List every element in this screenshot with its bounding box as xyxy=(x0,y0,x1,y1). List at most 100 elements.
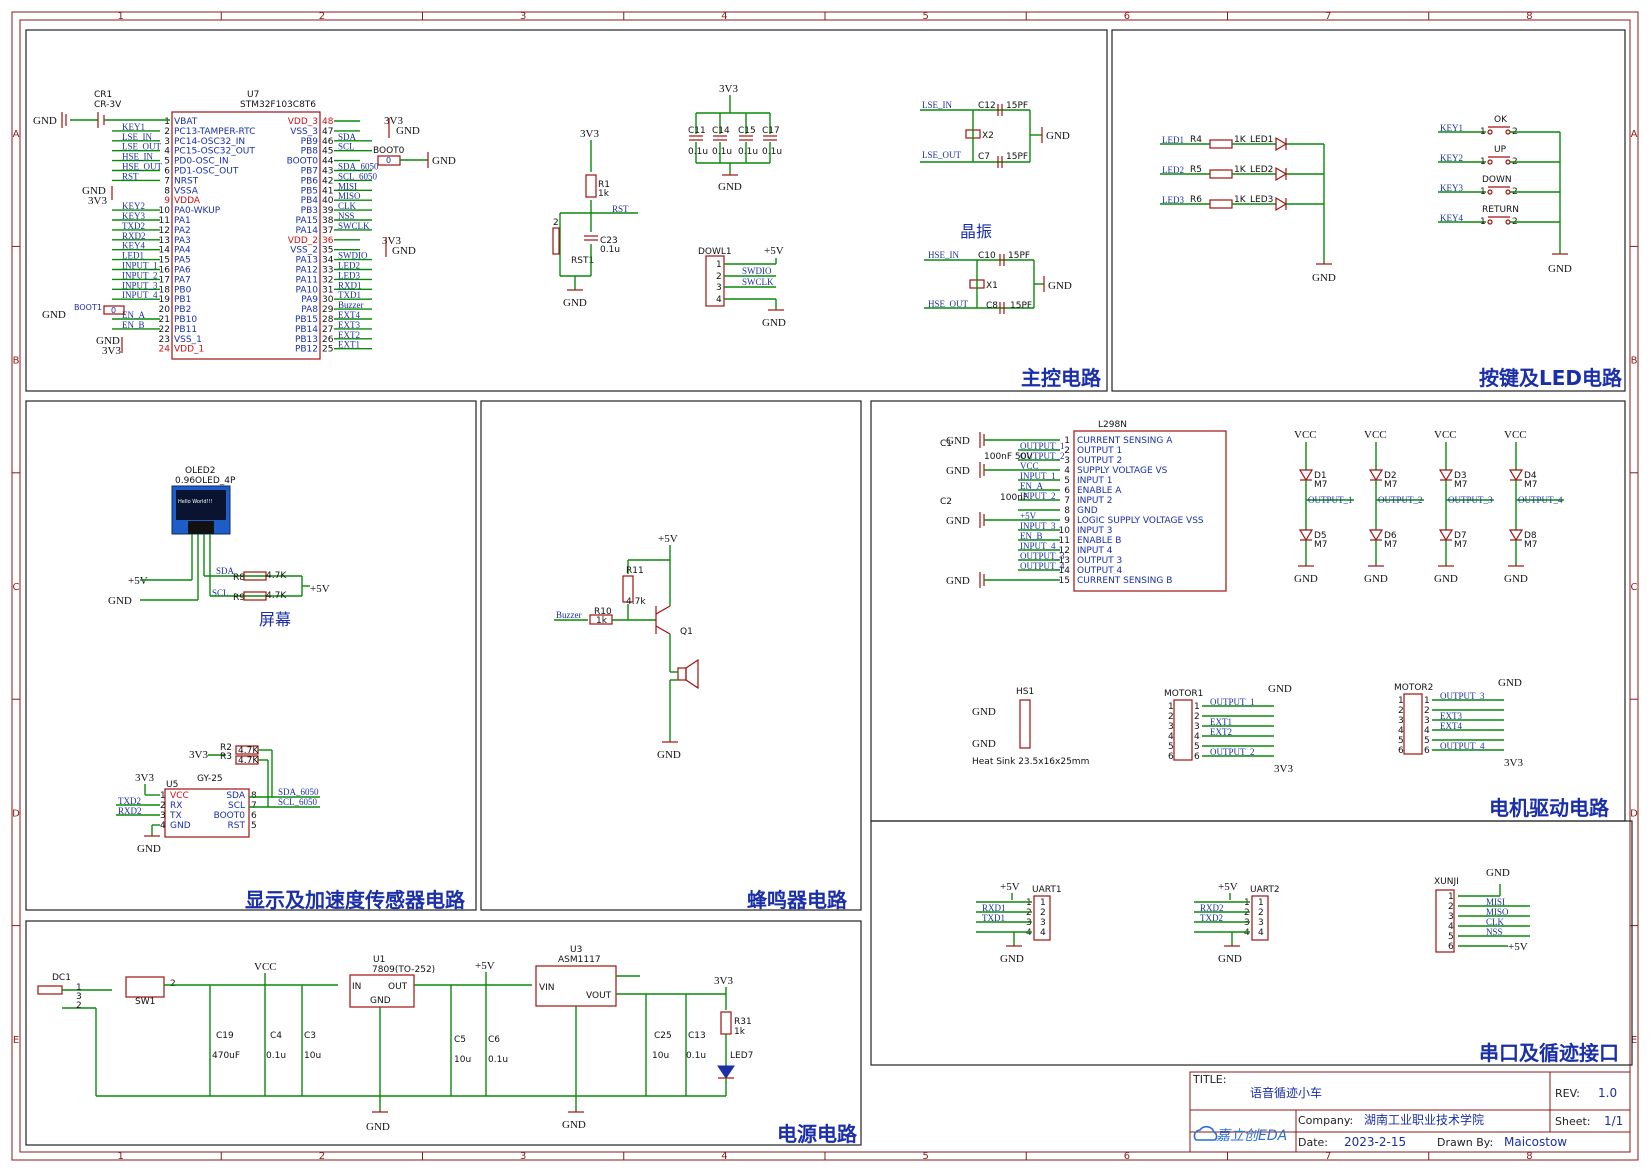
gnd-label: GND xyxy=(82,185,106,197)
gy-pin-name: SCL xyxy=(228,801,245,811)
mcu-net-label: HSE_OUT xyxy=(122,162,163,172)
serial-section xyxy=(870,820,1633,1066)
gnd-label: GND xyxy=(1312,272,1336,284)
led-gnd: GND xyxy=(1312,144,1336,284)
pin-num: 8 xyxy=(251,791,257,801)
u1-in: IN xyxy=(352,982,361,992)
gnd-label: GND xyxy=(1268,683,1292,695)
oled-module[interactable]: OLED2 0.96OLED_4P Hello World!!! 屏幕 +5V … xyxy=(108,466,330,629)
pin-num: 2 xyxy=(1398,706,1404,716)
gnd-label: GND xyxy=(96,335,120,347)
pin-num: 4 xyxy=(1026,928,1032,938)
pin-num: 5 xyxy=(251,821,257,831)
mcu-pin-name: PA10 xyxy=(296,285,319,295)
mcu-pin-name: VDD_3 xyxy=(288,117,318,127)
mcu-pin-name: PA5 xyxy=(174,256,191,266)
gnd-label: GND xyxy=(396,125,420,137)
pin-num: 3 xyxy=(1040,918,1046,928)
mcu-pin-name: PB14 xyxy=(295,325,318,335)
mcu-pin-num: 27 xyxy=(322,325,333,335)
l298n-net-label: +5V xyxy=(1020,511,1037,521)
c19-ref: C19 xyxy=(216,1031,234,1041)
dowl1-header[interactable]: DOWL1 1 2 3 4 +5V SWDIO SWCLK GND xyxy=(698,245,786,329)
gnd-label: GND xyxy=(432,155,456,167)
display-section xyxy=(25,400,477,911)
boot1-value: 0 xyxy=(111,306,116,315)
grid-col-label: 4 xyxy=(721,1151,727,1162)
mcu-net-label: EN_A xyxy=(122,310,145,320)
uart-net-label: TXD2 xyxy=(1200,913,1223,923)
company-label: Company: xyxy=(1298,1114,1353,1127)
mcu-pin-name: VDDA xyxy=(174,196,201,206)
connector-net-label: EXT1 xyxy=(1210,717,1232,727)
section-title-keys: 按键及LED电路 xyxy=(1479,366,1623,390)
pin-num: 5 xyxy=(1064,476,1070,486)
pin-num: 3 xyxy=(1026,918,1032,928)
mcu-net-label: TXD2 xyxy=(122,221,145,231)
l298n-net-label: VCC xyxy=(1020,461,1039,471)
gnd-label: GND xyxy=(972,738,996,750)
gnd-label: GND xyxy=(1364,573,1388,585)
mcu-net-label: RXD1 xyxy=(338,280,362,290)
pin-num: 6 xyxy=(1448,942,1454,952)
buzzer-circuit: +5V R11 4.7k Buzzer R10 1k Q1 GND xyxy=(554,533,699,761)
diode-ref: D4 xyxy=(1524,471,1537,481)
mcu-pin-name: PA12 xyxy=(296,266,318,276)
gy-ref: U5 xyxy=(166,780,178,790)
c12-value: 15PF xyxy=(1006,101,1028,111)
led-ref: LED3 xyxy=(1250,195,1273,205)
pin-num: 4 xyxy=(1168,732,1174,742)
keys-section xyxy=(1111,29,1626,392)
mcu-u7[interactable]: U7 STM32F103C8T6 VBAT1PC13-TAMPER-RTC2KE… xyxy=(112,90,379,360)
l298n-pin-name: GND xyxy=(1077,506,1098,516)
cr1-value: CR-3V xyxy=(94,100,122,110)
led7-ref: LED7 xyxy=(730,1051,753,1061)
vcc-label: VCC xyxy=(254,961,277,973)
r11-ref: R11 xyxy=(626,566,644,576)
pin-num: 2 xyxy=(160,801,166,811)
cap-ref: C11 xyxy=(688,126,706,136)
u1-out: OUT xyxy=(388,982,408,992)
mcu-pin-num: 18 xyxy=(159,285,171,295)
r9-ref: R9 xyxy=(233,593,245,603)
mcu-pin-name: VSSA xyxy=(174,186,199,196)
gnd-label: GND xyxy=(1294,573,1318,585)
sda6050-net: SDA_6050 xyxy=(278,787,319,797)
l298n-pin-name: LOGIC SUPPLY VOLTAGE VSS xyxy=(1077,516,1204,526)
v5-label: +5V xyxy=(1218,881,1238,893)
diode-net-label: OUTPUT_4 xyxy=(1518,495,1563,505)
date-label: Date: xyxy=(1298,1136,1328,1149)
l298n-pin-name: CURRENT SENSING B xyxy=(1077,576,1172,586)
mcu-net-label: INPUT_4 xyxy=(122,290,158,300)
grid-col-label: 3 xyxy=(520,11,526,22)
connector-ref: UART2 xyxy=(1250,885,1280,895)
mcu-net-label: RST xyxy=(122,171,139,181)
l298n-net-label: INPUT_4 xyxy=(1020,541,1056,551)
gnd-label: GND xyxy=(137,843,161,855)
hse-in-net: HSE_IN xyxy=(928,250,959,260)
gnd-label: GND xyxy=(1000,953,1024,965)
mcu-net-label: SDA xyxy=(338,132,357,142)
pin-num: 2 xyxy=(1064,446,1070,456)
pin-num: 13 xyxy=(1059,556,1070,566)
v33-label: 3V3 xyxy=(714,975,733,987)
gy25-module[interactable]: 3V3 R2 4.7K R3 4.7K 3V3 U5 GY-25 VCC1RX2… xyxy=(116,743,320,855)
gy-pin-name: BOOT0 xyxy=(214,811,246,821)
pin-num: 3 xyxy=(1258,918,1264,928)
mcu-net-label: MISI xyxy=(338,181,357,191)
c3-value: 10u xyxy=(304,1051,321,1061)
mcu-pin-name: BOOT0 xyxy=(287,157,319,167)
l298n-pin-name: SUPPLY VOLTAGE VS xyxy=(1077,466,1168,476)
cap-value: 0.1u xyxy=(688,147,708,157)
connector-net-label: EXT4 xyxy=(1440,721,1462,731)
pin-num: 1 xyxy=(1064,436,1070,446)
gnd-label: GND xyxy=(657,749,681,761)
